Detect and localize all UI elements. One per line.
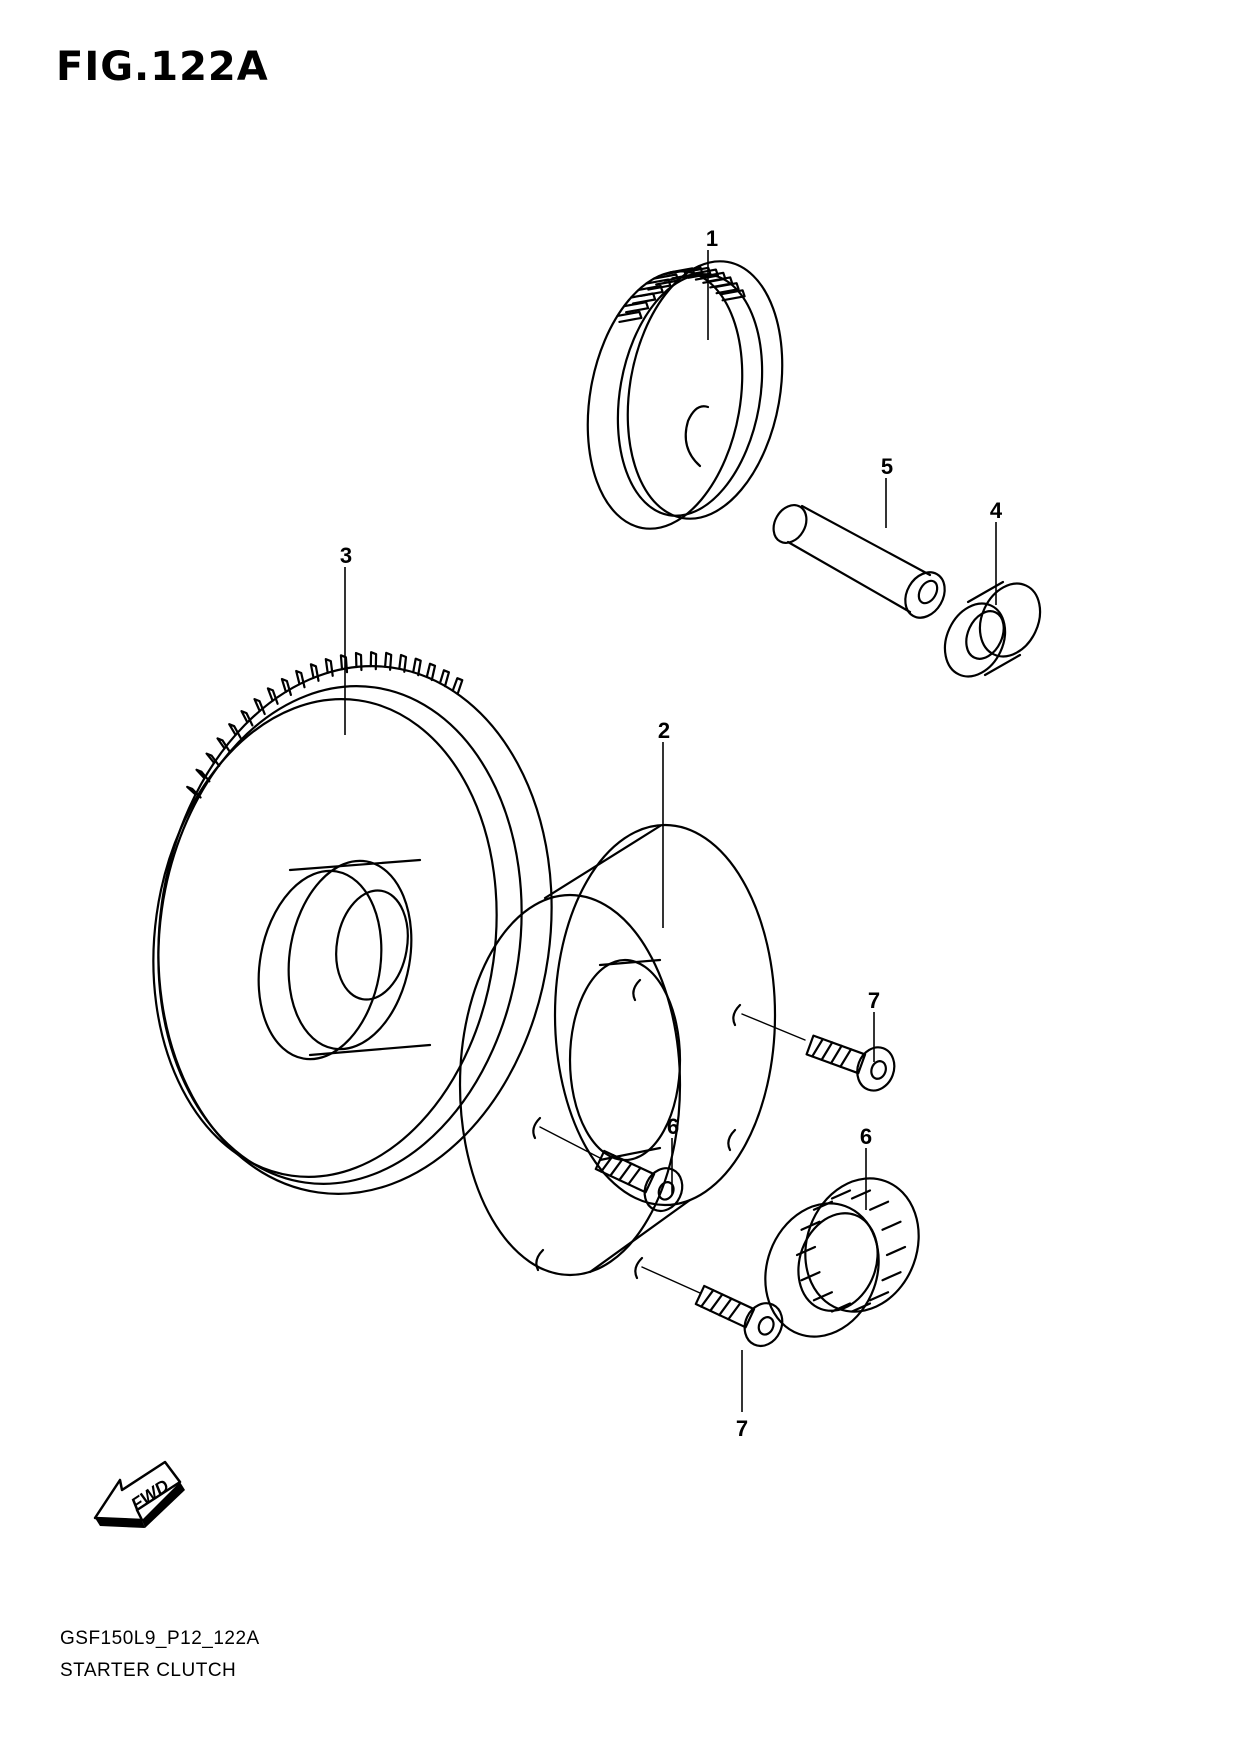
bolt-part-7-lower [694,1284,784,1348]
figure-title: FIG.122A [56,44,269,90]
leader-lines [344,250,997,1412]
part-1-idle-gear [586,260,784,530]
alignment-lines [539,1013,806,1294]
callout-3: 3 [340,543,352,568]
callout-1: 1 [706,226,718,251]
callout-7-lower: 7 [736,1416,748,1441]
callout-4: 4 [990,498,1003,523]
callout-7-upper: 7 [868,988,880,1013]
part-5-idle-gear-shaft [772,504,946,619]
part-4-washer [943,580,1042,678]
figure-model-code: GSF150L9_P12_122A [60,1628,260,1649]
gear-teeth [186,651,464,799]
callout-2: 2 [658,718,670,743]
bearing-rollers [795,1189,907,1313]
gear-teeth [616,266,746,323]
figure-name: STARTER CLUTCH [60,1660,237,1681]
part-6-bearing [764,1177,920,1338]
callout-5: 5 [881,454,893,479]
callout-6-bearing: 6 [860,1124,872,1149]
fwd-arrow-icon: FWD [93,1460,185,1528]
part-3-starter-driven-gear [152,651,553,1195]
callout-6-inner-bolt: 6 [667,1114,679,1139]
part-2-starter-clutch-body [458,823,777,1280]
bolt-part-7-upper [805,1034,896,1092]
